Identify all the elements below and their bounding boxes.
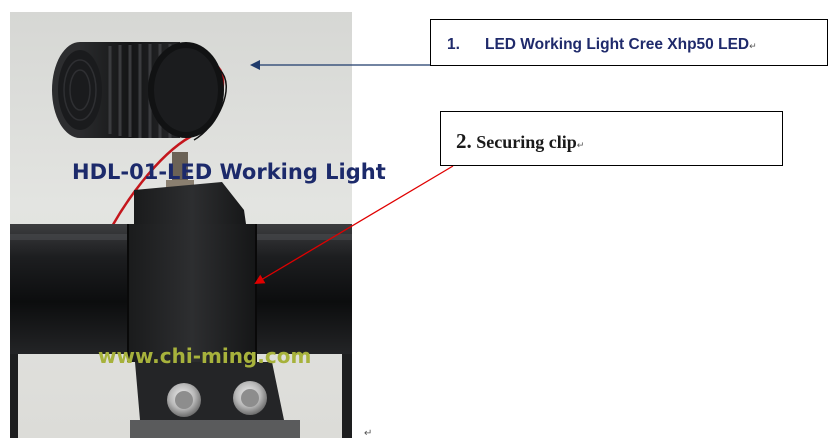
callout-number: 2. xyxy=(456,129,472,153)
photo-watermark: www.chi-ming.com xyxy=(98,344,312,368)
product-illustration xyxy=(10,42,352,438)
photo-caption: HDL-01-LED Working Light xyxy=(72,160,386,184)
paragraph-mark: ↵ xyxy=(364,428,373,439)
callout-led-light: 1. LED Working Light Cree Xhp50 LED↵ xyxy=(430,19,828,66)
callout-securing-clip-text: 2. Securing clip↵ xyxy=(456,129,584,154)
callout-securing-clip: 2. Securing clip↵ xyxy=(440,111,783,166)
paragraph-mark: ↵ xyxy=(749,42,757,52)
product-photo: HDL-01-LED Working Light www.chi-ming.co… xyxy=(10,12,386,438)
stem-nut xyxy=(166,180,194,190)
frame-post-left xyxy=(10,282,18,438)
arrow-securing-clip xyxy=(254,165,454,285)
securing-clip-band xyxy=(128,224,256,362)
paragraph-mark: ↵ xyxy=(576,141,585,151)
callout-label: LED Working Light Cree Xhp50 LED xyxy=(485,36,750,53)
callout-label: Securing clip xyxy=(476,132,577,152)
callout-led-light-text: 1. LED Working Light Cree Xhp50 LED↵ xyxy=(447,36,757,54)
led-lamp-head xyxy=(52,42,224,138)
frame-post-right xyxy=(342,282,352,438)
ground-wire xyxy=(193,69,227,141)
callout-number: 1. xyxy=(447,36,460,53)
